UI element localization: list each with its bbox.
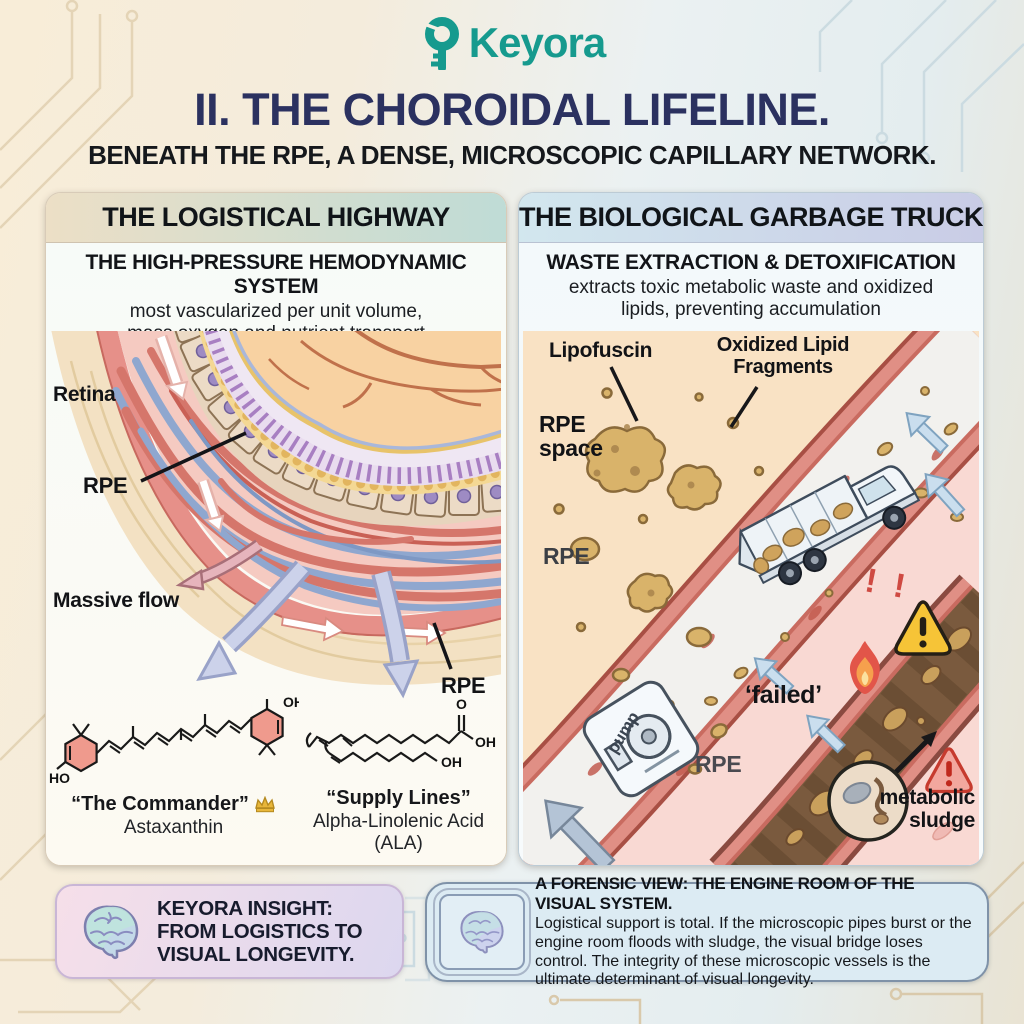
alert-triangle-icon [925, 747, 973, 794]
ala-oh-bottom-label: OH [441, 754, 462, 770]
insight-text: KEYORA INSIGHT: FROM LOGISTICS TO VISUAL… [157, 896, 363, 967]
label-failed: ‘failed’ [745, 681, 822, 709]
forensic-view-box: A FORENSIC VIEW: THE ENGINE ROOM OF THE … [425, 874, 989, 988]
label-lipofuscin: Lipofuscin [549, 339, 653, 362]
key-icon [419, 16, 465, 70]
molecule-figures: HO OH “The Commander” Astaxanthin [46, 691, 506, 855]
ala-name: Alpha-Linolenic Acid (ALA) [312, 811, 485, 854]
astaxanthin-ho-label: HO [49, 770, 70, 786]
panel-garbage-truck: THE BIOLOGICAL GARBAGE TRUCK WASTE EXTRA… [518, 192, 984, 866]
brain-icon [79, 903, 143, 961]
label-rpe-lower: RPE [441, 673, 486, 698]
brand-logo: Keyora [0, 16, 1024, 70]
left-panel-header: THE LOGISTICAL HIGHWAY [46, 193, 506, 243]
ala-oh-top-label: OH [475, 734, 496, 750]
right-panel-header: THE BIOLOGICAL GARBAGE TRUCK [519, 193, 983, 243]
circuit-frame [433, 888, 531, 976]
page-title: II. THE CHOROIDAL LIFELINE. [194, 84, 830, 135]
ala-structure-icon: O OH OH [305, 696, 496, 770]
ala-nickname: “Supply Lines” [326, 787, 471, 809]
forensic-body: Logistical support is total. If the micr… [535, 915, 972, 989]
brain-icon-small [456, 909, 508, 955]
pump-icon [582, 680, 700, 798]
right-desc-line1: extracts toxic metabolic waste and oxidi… [568, 277, 934, 298]
left-panel-subheader: THE HIGH-PRESSURE HEMODYNAMIC SYSTEM [85, 251, 467, 298]
label-rpe-mid: RPE [543, 543, 590, 569]
astaxanthin-figure: HO OH “The Commander” Astaxanthin [46, 691, 301, 855]
flow-arrows [544, 411, 966, 865]
brand-name: Keyora [468, 19, 606, 66]
label-massive-flow: Massive flow [53, 589, 179, 612]
label-rpe-lower: RPE [695, 751, 742, 777]
label-rpe-upper: RPE [83, 473, 128, 498]
warning-triangle-icon [894, 600, 952, 656]
right-panel-subheader: WASTE EXTRACTION & DETOXIFICATION [546, 251, 956, 274]
flame-icon [850, 641, 880, 694]
magnifier-cell-icon [827, 731, 937, 842]
left-desc-line1: most vascularized per unit volume, [129, 301, 423, 322]
garbage-truck-icon [738, 465, 921, 586]
ala-figure: O OH OH “Supply Lines” Alpha-Linolenic A… [301, 691, 496, 855]
right-panel-subheader-block: WASTE EXTRACTION & DETOXIFICATION extrac… [519, 251, 983, 321]
astaxanthin-structure-icon: HO OH [49, 694, 299, 786]
crown-icon [254, 796, 276, 813]
right-desc-line2: lipids, preventing accumulation [621, 299, 881, 321]
choroid-anatomy-illustration: Retina RPE Massive flow RPE [51, 331, 501, 733]
astaxanthin-name: Astaxanthin [123, 817, 224, 838]
forensic-title: A FORENSIC VIEW: THE ENGINE ROOM OF THE … [535, 874, 915, 914]
astaxanthin-oh-label: OH [283, 694, 299, 710]
keyora-insight-box: KEYORA INSIGHT: FROM LOGISTICS TO VISUAL… [55, 884, 404, 979]
page-subtitle: BENEATH THE RPE, A DENSE, MICROSCOPIC CA… [88, 140, 936, 170]
label-retina: Retina [53, 383, 116, 406]
astaxanthin-nickname: “The Commander” [71, 793, 249, 815]
label-alerts: ! ! [862, 561, 913, 607]
panel-logistical-highway: THE LOGISTICAL HIGHWAY THE HIGH-PRESSURE… [45, 192, 507, 866]
ala-o-label: O [456, 696, 467, 712]
